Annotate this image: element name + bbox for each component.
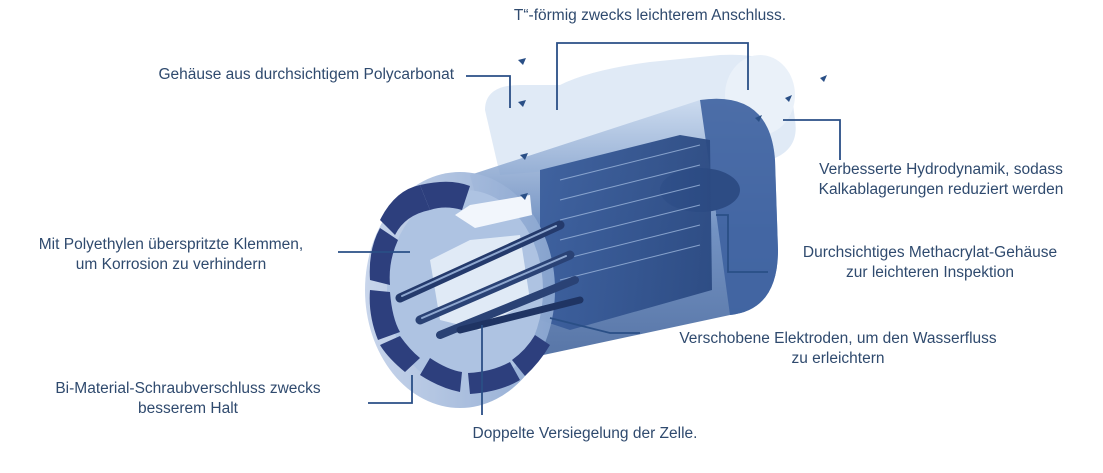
leader-methacrylate-housing [716,214,768,273]
leader-hydrodynamics [783,119,841,160]
electrode-rods [395,220,584,339]
label-electrodes: Verschobene Elektroden, um den Wasserflu… [638,329,1038,369]
leader-t-shape [556,42,749,110]
label-hydrodynamics-line-1: Verbesserte Hydrodynamik, sodass [819,161,1063,178]
label-screw-cap-line-1: Bi-Material-Schraubverschluss zwecks [55,380,321,397]
leader-housing-polycarbonate [466,75,511,108]
label-methacrylate-housing-line-2: zur leichteren Inspektion [845,264,1014,281]
label-t-shape: T“-förmig zwecks leichterem Anschluss. [470,6,830,26]
label-double-seal: Doppelte Versiegelung der Zelle. [410,424,760,444]
label-clamps-line-2: um Korrosion zu verhindern [75,256,267,273]
label-t-shape-line-1: T“-förmig zwecks leichterem Anschluss. [513,7,787,24]
label-electrodes-line-1: Verschobene Elektroden, um den Wasserflu… [679,330,997,347]
label-screw-cap: Bi-Material-Schraubverschluss zwecks bes… [8,379,368,419]
label-screw-cap-line-2: besserem Halt [138,400,238,417]
leader-electrodes [549,317,640,334]
label-clamps-line-1: Mit Polyethylen überspritzte Klemmen, [38,236,304,253]
label-hydrodynamics-line-2: Kalkablagerungen reduziert werden [818,181,1064,198]
electrode-stack [540,135,712,330]
leader-screw-cap [368,375,413,404]
screw-cap [365,172,555,408]
label-electrodes-line-2: zu erleichtern [791,350,885,367]
label-methacrylate-housing-line-1: Durchsichtiges Methacrylat-Gehäuse [802,244,1058,261]
label-housing-polycarbonate-line-1: Gehäuse aus durchsichtigem Polycarbonat [158,66,454,83]
flow-arrows [518,58,827,200]
label-clamps: Mit Polyethylen überspritzte Klemmen, um… [6,235,336,275]
label-double-seal-line-1: Doppelte Versiegelung der Zelle. [472,425,698,442]
leader-lines [338,42,841,415]
label-methacrylate-housing: Durchsichtiges Methacrylat-Gehäuse zur l… [770,243,1090,283]
label-hydrodynamics: Verbesserte Hydrodynamik, sodass Kalkabl… [786,160,1096,200]
label-housing-polycarbonate: Gehäuse aus durchsichtigem Polycarbonat [60,65,454,85]
